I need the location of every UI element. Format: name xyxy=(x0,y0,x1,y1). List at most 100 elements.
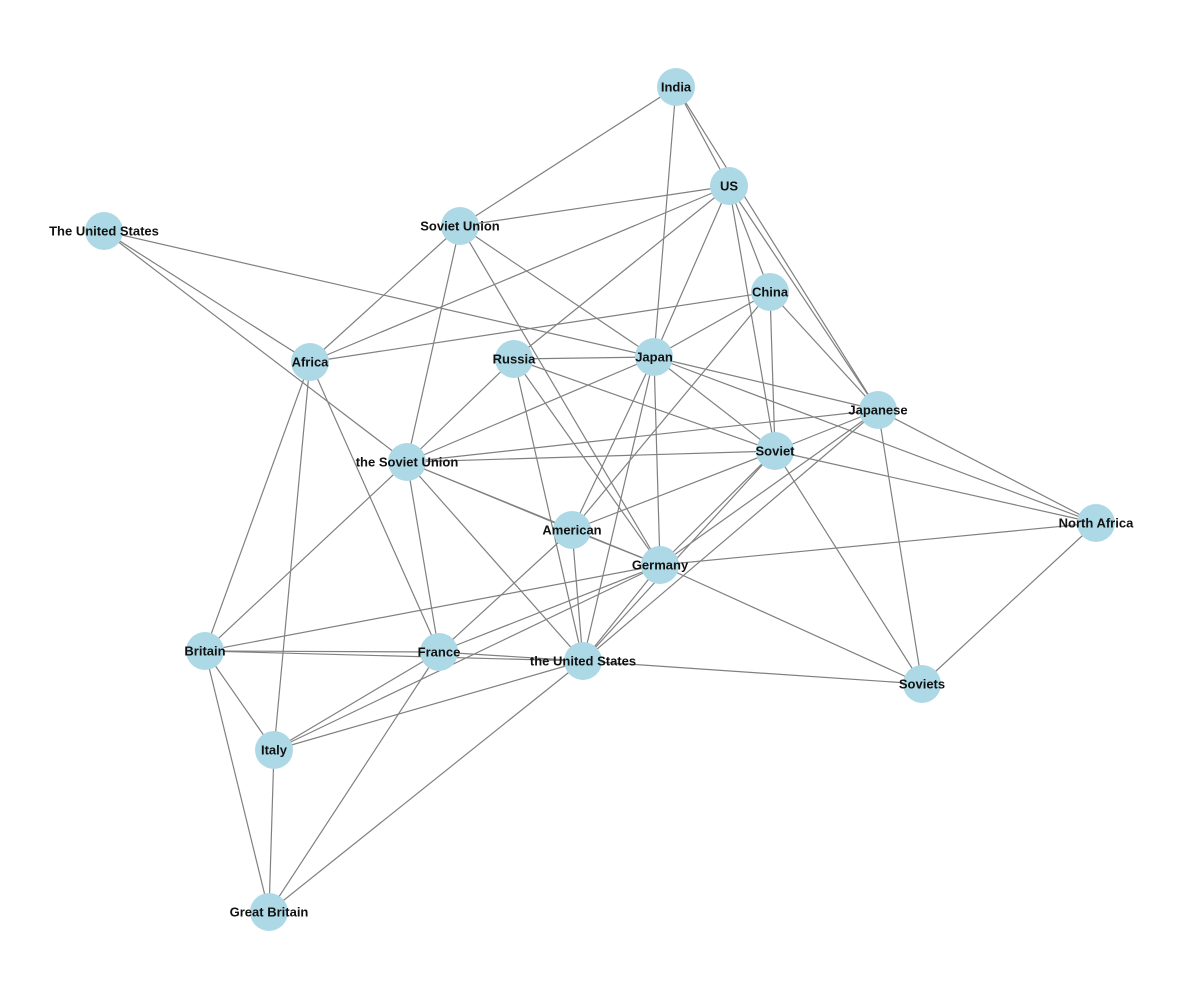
node-label-italy: Italy xyxy=(261,743,288,758)
edge-germany-soviets xyxy=(659,564,923,685)
node-circle-china xyxy=(751,273,789,311)
node-label-germany: Germany xyxy=(632,558,689,573)
edge-china-japan xyxy=(653,291,771,358)
edge-the-soviet-union-soviet xyxy=(406,450,776,463)
node-us: US xyxy=(710,167,748,205)
edge-india-japan xyxy=(653,86,677,358)
edge-us-japan xyxy=(653,185,730,358)
edge-japanese-north-africa xyxy=(877,409,1097,524)
edge-us-africa xyxy=(309,185,730,363)
node-germany: Germany xyxy=(632,546,689,584)
edge-africa-italy xyxy=(273,361,311,751)
node-label-france: France xyxy=(418,645,461,660)
edge-soviet-soviets xyxy=(774,450,923,685)
edge-russia-japan xyxy=(513,356,655,360)
edge-japan-north-africa xyxy=(653,356,1097,524)
edge-japan-soviet xyxy=(653,356,776,452)
node-circle-great-britain xyxy=(250,893,288,931)
edge-france-the-united-states xyxy=(438,651,584,662)
node-the-united-states-cap: The United States xyxy=(49,212,159,250)
edge-china-american xyxy=(571,291,771,531)
node-circle-britain xyxy=(186,632,224,670)
node-circle-soviet-union xyxy=(441,207,479,245)
edge-china-soviet xyxy=(769,291,776,452)
edge-japan-the-united-states xyxy=(582,356,655,662)
edge-india-soviet-union xyxy=(459,86,677,227)
edge-britain-the-united-states xyxy=(204,650,584,662)
node-circle-the-united-states xyxy=(564,642,602,680)
edge-the-soviet-union-britain xyxy=(204,461,408,652)
node-china: China xyxy=(751,273,789,311)
edge-north-africa-germany xyxy=(659,522,1097,566)
edge-india-japanese xyxy=(675,86,879,411)
node-circle-american xyxy=(553,511,591,549)
node-label-the-united-states: the United States xyxy=(530,654,636,669)
edge-japan-germany xyxy=(653,356,661,566)
node-japanese: Japanese xyxy=(848,391,908,429)
node-american: American xyxy=(542,511,602,549)
edge-japan-american xyxy=(571,356,655,531)
node-circle-italy xyxy=(255,731,293,769)
edge-soviet-union-the-soviet-union xyxy=(406,225,461,463)
node-label-soviet: Soviet xyxy=(755,444,795,459)
node-circle-russia xyxy=(495,340,533,378)
edge-russia-the-soviet-union xyxy=(406,358,515,463)
node-label-the-soviet-union: the Soviet Union xyxy=(356,455,459,470)
node-india: India xyxy=(657,68,695,106)
edge-us-japanese xyxy=(728,185,879,411)
node-label-india: India xyxy=(661,80,692,95)
edge-japanese-the-soviet-union xyxy=(406,409,879,463)
edge-us-soviet xyxy=(728,185,776,452)
edge-american-france xyxy=(438,529,573,653)
node-circle-japan xyxy=(635,338,673,376)
edge-russia-soviet xyxy=(513,358,776,452)
edge-france-great-britain xyxy=(268,651,440,913)
edge-china-africa xyxy=(309,291,771,363)
edge-soviet-american xyxy=(571,450,776,531)
node-the-soviet-union: the Soviet Union xyxy=(356,443,459,481)
node-label-japanese: Japanese xyxy=(848,403,907,418)
node-label-britain: Britain xyxy=(184,644,225,659)
edge-germany-the-united-states xyxy=(582,564,661,662)
node-label-japan: Japan xyxy=(635,350,673,365)
edge-france-italy xyxy=(273,651,440,751)
node-circle-africa xyxy=(291,343,329,381)
node-japan: Japan xyxy=(635,338,673,376)
edge-soviet-north-africa xyxy=(774,450,1097,524)
node-circle-japanese xyxy=(859,391,897,429)
edge-britain-italy xyxy=(204,650,275,751)
node-north-africa: North Africa xyxy=(1059,504,1134,542)
node-label-american: American xyxy=(542,523,601,538)
node-circle-us xyxy=(710,167,748,205)
node-label-the-united-states-cap: The United States xyxy=(49,224,159,239)
node-label-soviets: Soviets xyxy=(899,677,945,692)
edge-the-united-states-cap-africa xyxy=(103,230,311,363)
edge-britain-great-britain xyxy=(204,650,270,913)
edge-italy-great-britain xyxy=(268,749,275,913)
edge-the-soviet-union-the-united-states xyxy=(406,461,584,662)
edge-the-united-states-great-britain xyxy=(268,660,584,913)
edge-germany-britain xyxy=(204,564,661,652)
node-circle-the-united-states-cap xyxy=(85,212,123,250)
node-italy: Italy xyxy=(255,731,293,769)
node-circle-the-soviet-union xyxy=(388,443,426,481)
node-label-us: US xyxy=(720,179,738,194)
edge-japanese-germany xyxy=(659,409,879,566)
edge-the-soviet-union-france xyxy=(406,461,440,653)
edge-the-united-states-italy xyxy=(273,660,584,751)
node-label-china: China xyxy=(752,285,789,300)
node-circle-soviet xyxy=(756,432,794,470)
node-soviets: Soviets xyxy=(899,665,945,703)
edge-soviet-union-japan xyxy=(459,225,655,358)
edge-us-russia xyxy=(513,185,730,360)
node-great-britain: Great Britain xyxy=(230,893,308,931)
node-france: France xyxy=(418,633,461,671)
node-circle-india xyxy=(657,68,695,106)
edge-china-japanese xyxy=(769,291,879,411)
edge-africa-britain xyxy=(204,361,311,652)
node-africa: Africa xyxy=(291,343,329,381)
node-circle-germany xyxy=(641,546,679,584)
node-label-north-africa: North Africa xyxy=(1059,516,1134,531)
edge-soviet-germany xyxy=(659,450,776,566)
